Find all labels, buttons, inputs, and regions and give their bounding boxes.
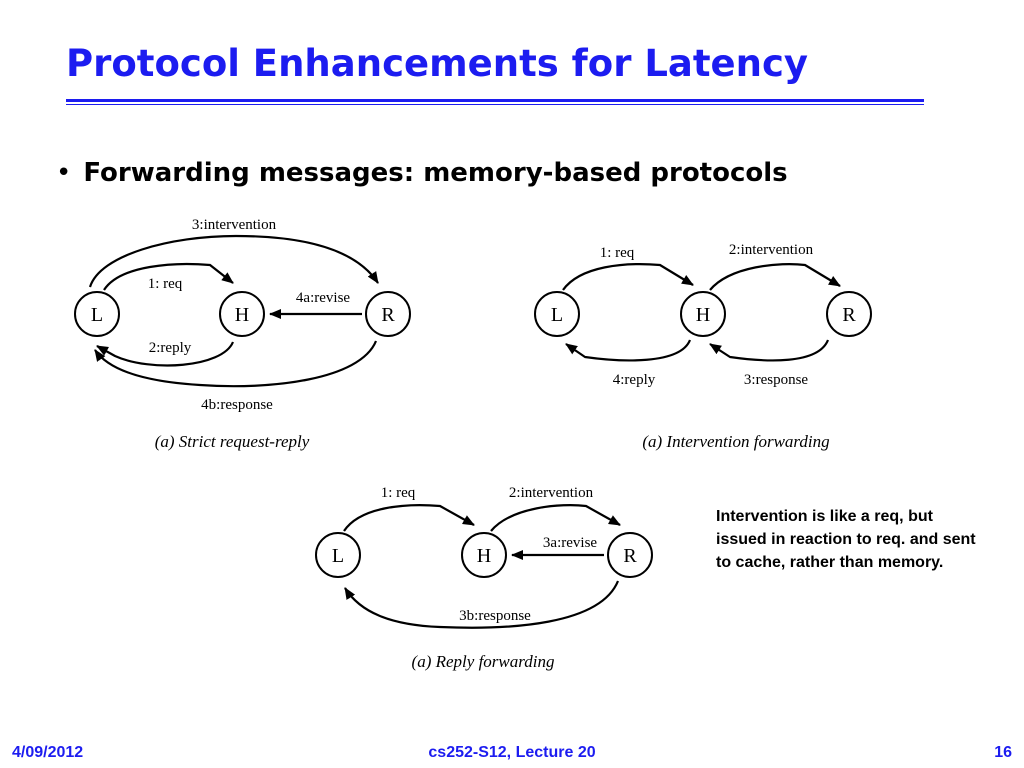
title-underline-thin: [66, 104, 924, 105]
node-H: [680, 291, 726, 337]
arrow-reply: [565, 339, 692, 362]
title-underline: [66, 99, 924, 102]
node-H: [219, 291, 265, 337]
msg-response: 3:response: [744, 372, 808, 388]
caption-intervention: (a) Intervention forwarding: [642, 432, 829, 451]
bullet-item: • Forwarding messages: memory-based proto…: [56, 158, 788, 188]
diagram-reply-forwarding: L H R 1: req 2:intervention 3a:revise 3b…: [315, 485, 653, 671]
arrow-req: [562, 263, 694, 291]
node-label-R: R: [381, 304, 395, 326]
node-R: [607, 532, 653, 578]
node-R: [365, 291, 411, 337]
msg-intervention: 3:intervention: [192, 217, 277, 233]
node-label-L: L: [332, 545, 344, 567]
diagram-intervention-forwarding: L H R 1: req 2:intervention 4:reply 3:re…: [534, 242, 872, 451]
node-L: [534, 291, 580, 337]
msg-intervention: 2:intervention: [729, 242, 814, 258]
msg-revise: 3a:revise: [543, 535, 597, 551]
node-label-H: H: [696, 304, 710, 326]
footer-course: cs252-S12, Lecture 20: [428, 744, 596, 761]
intervention-note: Intervention is like a req, but issued i…: [716, 508, 976, 571]
msg-response: 3b:response: [459, 608, 531, 624]
node-H: [461, 532, 507, 578]
msg-req: 1: req: [381, 485, 416, 501]
msg-response: 4b:response: [201, 397, 273, 413]
msg-req: 1: req: [148, 276, 183, 292]
node-label-L: L: [551, 304, 563, 326]
node-L: [315, 532, 361, 578]
caption-reply: (a) Reply forwarding: [412, 652, 555, 671]
slide-title: Protocol Enhancements for Latency: [66, 42, 809, 85]
footer-date: 4/09/2012: [12, 744, 84, 761]
arrow-response: [344, 580, 620, 629]
node-label-L: L: [91, 304, 103, 326]
arrow-req: [103, 262, 234, 291]
node-label-R: R: [842, 304, 856, 326]
node-L: [74, 291, 120, 337]
node-label-H: H: [235, 304, 249, 326]
node-R: [826, 291, 872, 337]
node-label-R: R: [623, 545, 637, 567]
caption-strict: (a) Strict request-reply: [155, 432, 310, 451]
bullet-dot: •: [56, 158, 72, 188]
msg-intervention: 2:intervention: [509, 485, 594, 501]
arrow-reply: [96, 341, 235, 367]
msg-revise: 4a:revise: [296, 290, 350, 306]
node-label-H: H: [477, 545, 491, 567]
bullet-text: Forwarding messages: memory-based protoc…: [83, 158, 788, 188]
arrow-intervention: [709, 263, 841, 291]
arrow-intervention: [490, 504, 621, 532]
arrow-response: [94, 340, 378, 388]
diagram-strict-request-reply: L H R 3:intervention 1: req 4a:revise 2:…: [74, 217, 411, 451]
arrow-intervention: [88, 234, 379, 288]
arrow-response: [709, 339, 830, 362]
msg-req: 1: req: [600, 245, 635, 261]
msg-reply: 4:reply: [613, 372, 656, 388]
msg-reply: 2:reply: [149, 340, 192, 356]
footer-page-number: 16: [994, 744, 1012, 761]
arrow-req: [343, 504, 475, 532]
